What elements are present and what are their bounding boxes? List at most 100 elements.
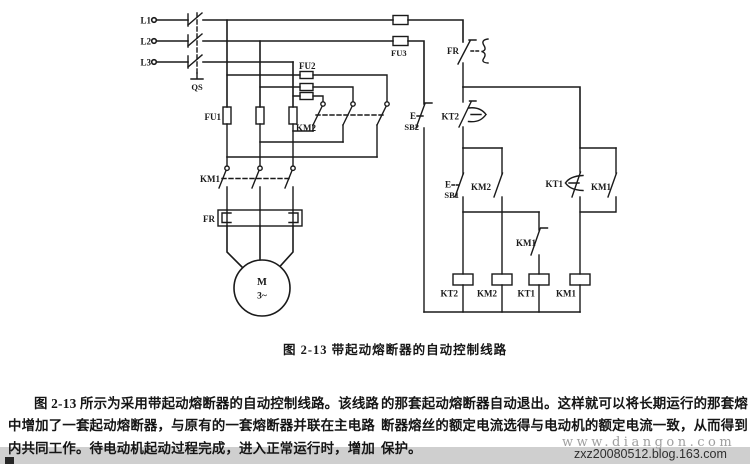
relay-coils <box>452 273 591 313</box>
label-coil-km2: KM2 <box>477 289 497 299</box>
coil-kt1-symbol <box>528 273 550 286</box>
coil-km2-symbol <box>491 273 513 286</box>
label-fr-contact: FR <box>447 46 459 56</box>
motor-symbol <box>233 259 291 317</box>
fr-contact-hook <box>481 38 489 64</box>
sb2-blade <box>415 102 433 129</box>
fr-through-wires <box>226 209 294 227</box>
label-sb2-actuator: E <box>410 111 416 121</box>
fuse-fu1-2-symbol <box>255 106 265 125</box>
qs-blades <box>187 12 203 68</box>
fuse-fu2-1-symbol <box>299 70 314 80</box>
km1-aux-lower-lead <box>579 196 617 213</box>
label-l1: L1 <box>140 16 151 26</box>
label-kt1-contact: KT1 <box>545 179 563 189</box>
fu1-lower-leads <box>226 123 294 167</box>
kt2-delay-contact <box>458 86 487 149</box>
qs-ground-tick <box>190 72 204 80</box>
fu2-output-wires <box>312 74 388 103</box>
figure-caption: 图 2-13 带起动熔断器的自动控制线路 <box>283 343 508 357</box>
km2-aux-blade <box>493 172 504 198</box>
body-line: 的那套起动熔断器自动退出。这样就可以将长期运行的那套熔 <box>381 396 748 411</box>
fuse-fu2-3-symbol <box>299 91 314 101</box>
body-line: 中增加了一套起动熔断器，与原有的一套熔断器并联在主电路 <box>8 418 375 434</box>
kt2-delay-arcs <box>467 107 487 123</box>
body-line: 内共同工作。待电动机起动过程完成，进入正常运行时，增加 <box>8 440 375 456</box>
fr-element-symbols <box>221 212 299 224</box>
label-kt2-contact: KT2 <box>441 112 459 122</box>
start-button-sb1 <box>451 147 465 275</box>
km1-lower-leads <box>226 186 294 211</box>
control-branch-wires <box>462 86 617 149</box>
body-text-right-column: 的那套起动熔断器自动退出。这样就可以将长期运行的那套熔 断器熔丝的额定电流选得与… <box>381 393 748 460</box>
phase-bus-wires <box>202 19 464 108</box>
control-fuses-fu3 <box>392 14 409 47</box>
km1-blades <box>218 169 293 189</box>
fr-contact-blade <box>457 39 477 65</box>
label-sb2: SB2 <box>404 122 419 132</box>
l1-wire <box>202 19 464 43</box>
scan-corner-artifact <box>5 457 14 464</box>
label-motor-phase: 3~ <box>257 292 267 302</box>
fuse-fu1-1-symbol <box>222 106 232 125</box>
kt1-delay-arcs <box>564 174 584 192</box>
label-km1-aux: KM1 <box>591 182 611 192</box>
watermark-blog: zxz20080512.blog.163.com <box>574 447 727 461</box>
terminal-l3-icon <box>150 58 158 66</box>
coil-kt2-symbol <box>452 273 474 286</box>
label-fu3: FU3 <box>391 48 407 58</box>
disconnect-switch-qs <box>187 12 204 80</box>
fu2-tap-wires <box>226 74 301 97</box>
terminal-l2-icon <box>150 37 158 45</box>
coil-km1-symbol <box>569 273 591 286</box>
stop-button-sb2 <box>415 102 433 313</box>
fuse-fu2-2-symbol <box>299 82 314 92</box>
km2-aux-contact <box>493 147 504 275</box>
kt1-delay-contact <box>564 147 584 275</box>
label-fu2: FU2 <box>299 61 316 71</box>
supply-leads <box>155 19 189 63</box>
bypass-rejoin-wires <box>226 130 378 158</box>
label-sb1: SB1 <box>444 190 459 200</box>
label-coil-km1: KM1 <box>556 289 576 299</box>
km2-lower-leads <box>312 124 378 158</box>
label-qs: QS <box>191 82 203 92</box>
fuse-fu3-2-symbol <box>392 35 409 47</box>
fuse-fu1-3-symbol <box>288 106 298 125</box>
body-line: 保护。 <box>381 440 422 456</box>
watermark-site: www.diangon.com <box>562 435 736 450</box>
motor-leads <box>226 225 294 270</box>
starting-fuses-fu2 <box>226 70 388 103</box>
terminal-l1-icon <box>150 16 158 24</box>
fuse-fu3-1-symbol <box>392 14 409 26</box>
contactor-km2-main-contacts <box>312 101 390 158</box>
supply-terminals <box>150 16 189 66</box>
label-fr-main: FR <box>203 214 215 224</box>
label-km1-main: KM1 <box>200 174 220 184</box>
l2-wire <box>202 40 425 105</box>
thermal-relay-fr-heater <box>217 209 303 227</box>
kt2-blade <box>458 100 477 128</box>
circuit-diagram: L1 L2 L3 QS FU1 FU2 FU3 KM2 KM1 FR M 3~ … <box>140 12 618 317</box>
label-l3: L3 <box>140 58 151 68</box>
km1-aux-contact <box>579 147 618 213</box>
body-line: 图 2-13 所示为采用带起动熔断器的自动控制线路。该线路 <box>34 396 380 411</box>
body-line: 断器熔丝的额定电流选得与电动机的额定电流一致，从而得到 <box>381 418 748 434</box>
label-motor: M <box>257 277 267 288</box>
label-km2-main: KM2 <box>296 123 316 133</box>
scan-gray-band <box>0 447 750 464</box>
diagram-labels: L1 L2 L3 QS FU1 FU2 FU3 KM2 KM1 FR M 3~ … <box>140 16 611 302</box>
contactor-km1-main-contacts <box>218 165 296 211</box>
label-coil-kt2: KT2 <box>440 289 458 299</box>
label-sb1-actuator: E <box>445 180 451 190</box>
phase-drop-wires <box>226 19 294 108</box>
label-l2: L2 <box>140 37 151 47</box>
km2-blades <box>312 105 387 126</box>
motor-branch <box>226 225 294 317</box>
label-coil-kt1: KT1 <box>517 289 535 299</box>
km1-nc-blade <box>530 227 549 256</box>
label-km1-nc: KM1 <box>516 238 536 248</box>
km1-aux-blade <box>607 172 618 198</box>
km1-nc-contact <box>530 211 549 275</box>
